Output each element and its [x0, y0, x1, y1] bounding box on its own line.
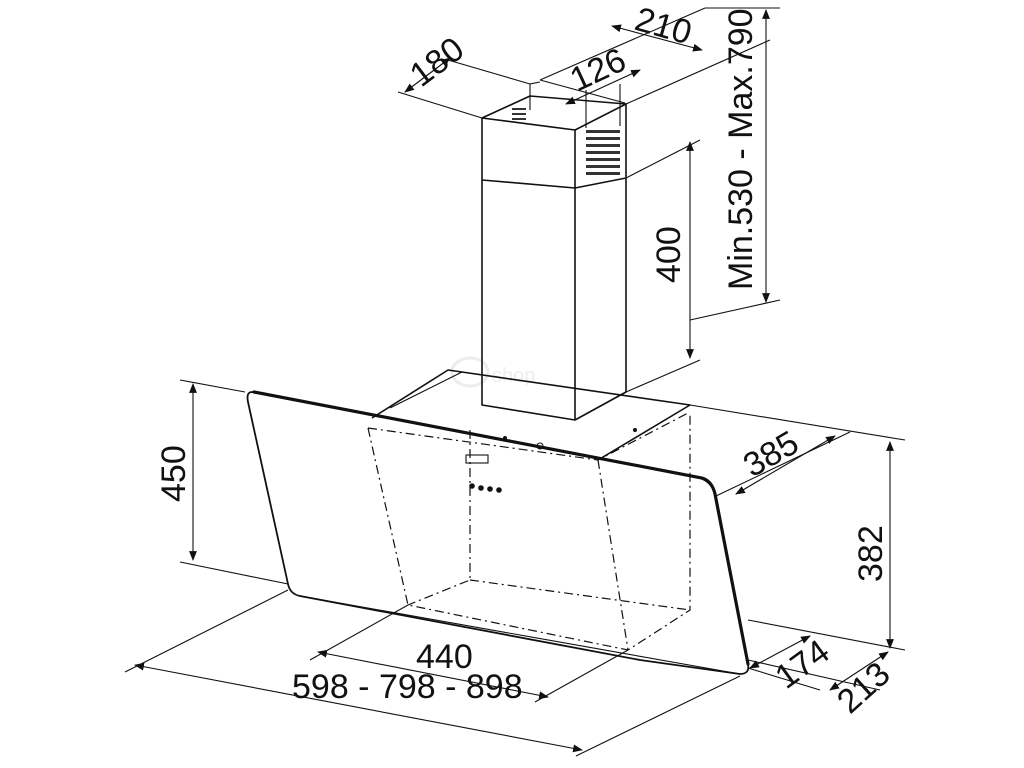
dim-label-canopy-side-height: 382 — [852, 525, 890, 582]
dim-label-vent-width: 126 — [564, 41, 631, 99]
dimension-lines — [124, 7, 906, 757]
chimney-duct — [481, 81, 627, 421]
control-buttons-icon — [465, 428, 637, 493]
svg-text:shop: shop — [492, 365, 535, 387]
dim-label-duct-width: 210 — [631, 0, 696, 52]
dim-label-canopy-depth: 385 — [737, 424, 805, 485]
dim-label-glass-depth-bottom: 174 — [768, 632, 836, 696]
dim-label-motor-width: 440 — [416, 638, 473, 676]
glass-panel — [246, 390, 750, 675]
dim-label-widths: 598 - 798 - 898 — [292, 668, 523, 706]
dim-label-duct-height-range: Min.530 - Max.790 — [722, 8, 760, 290]
dim-label-canopy-front-height: 450 — [155, 445, 193, 502]
dim-label-duct-depth: 180 — [403, 30, 471, 94]
dim-label-total-depth-bottom: 213 — [830, 655, 898, 721]
vent-grille-icon — [512, 108, 620, 175]
dim-label-inner-duct-height: 400 — [650, 226, 688, 283]
